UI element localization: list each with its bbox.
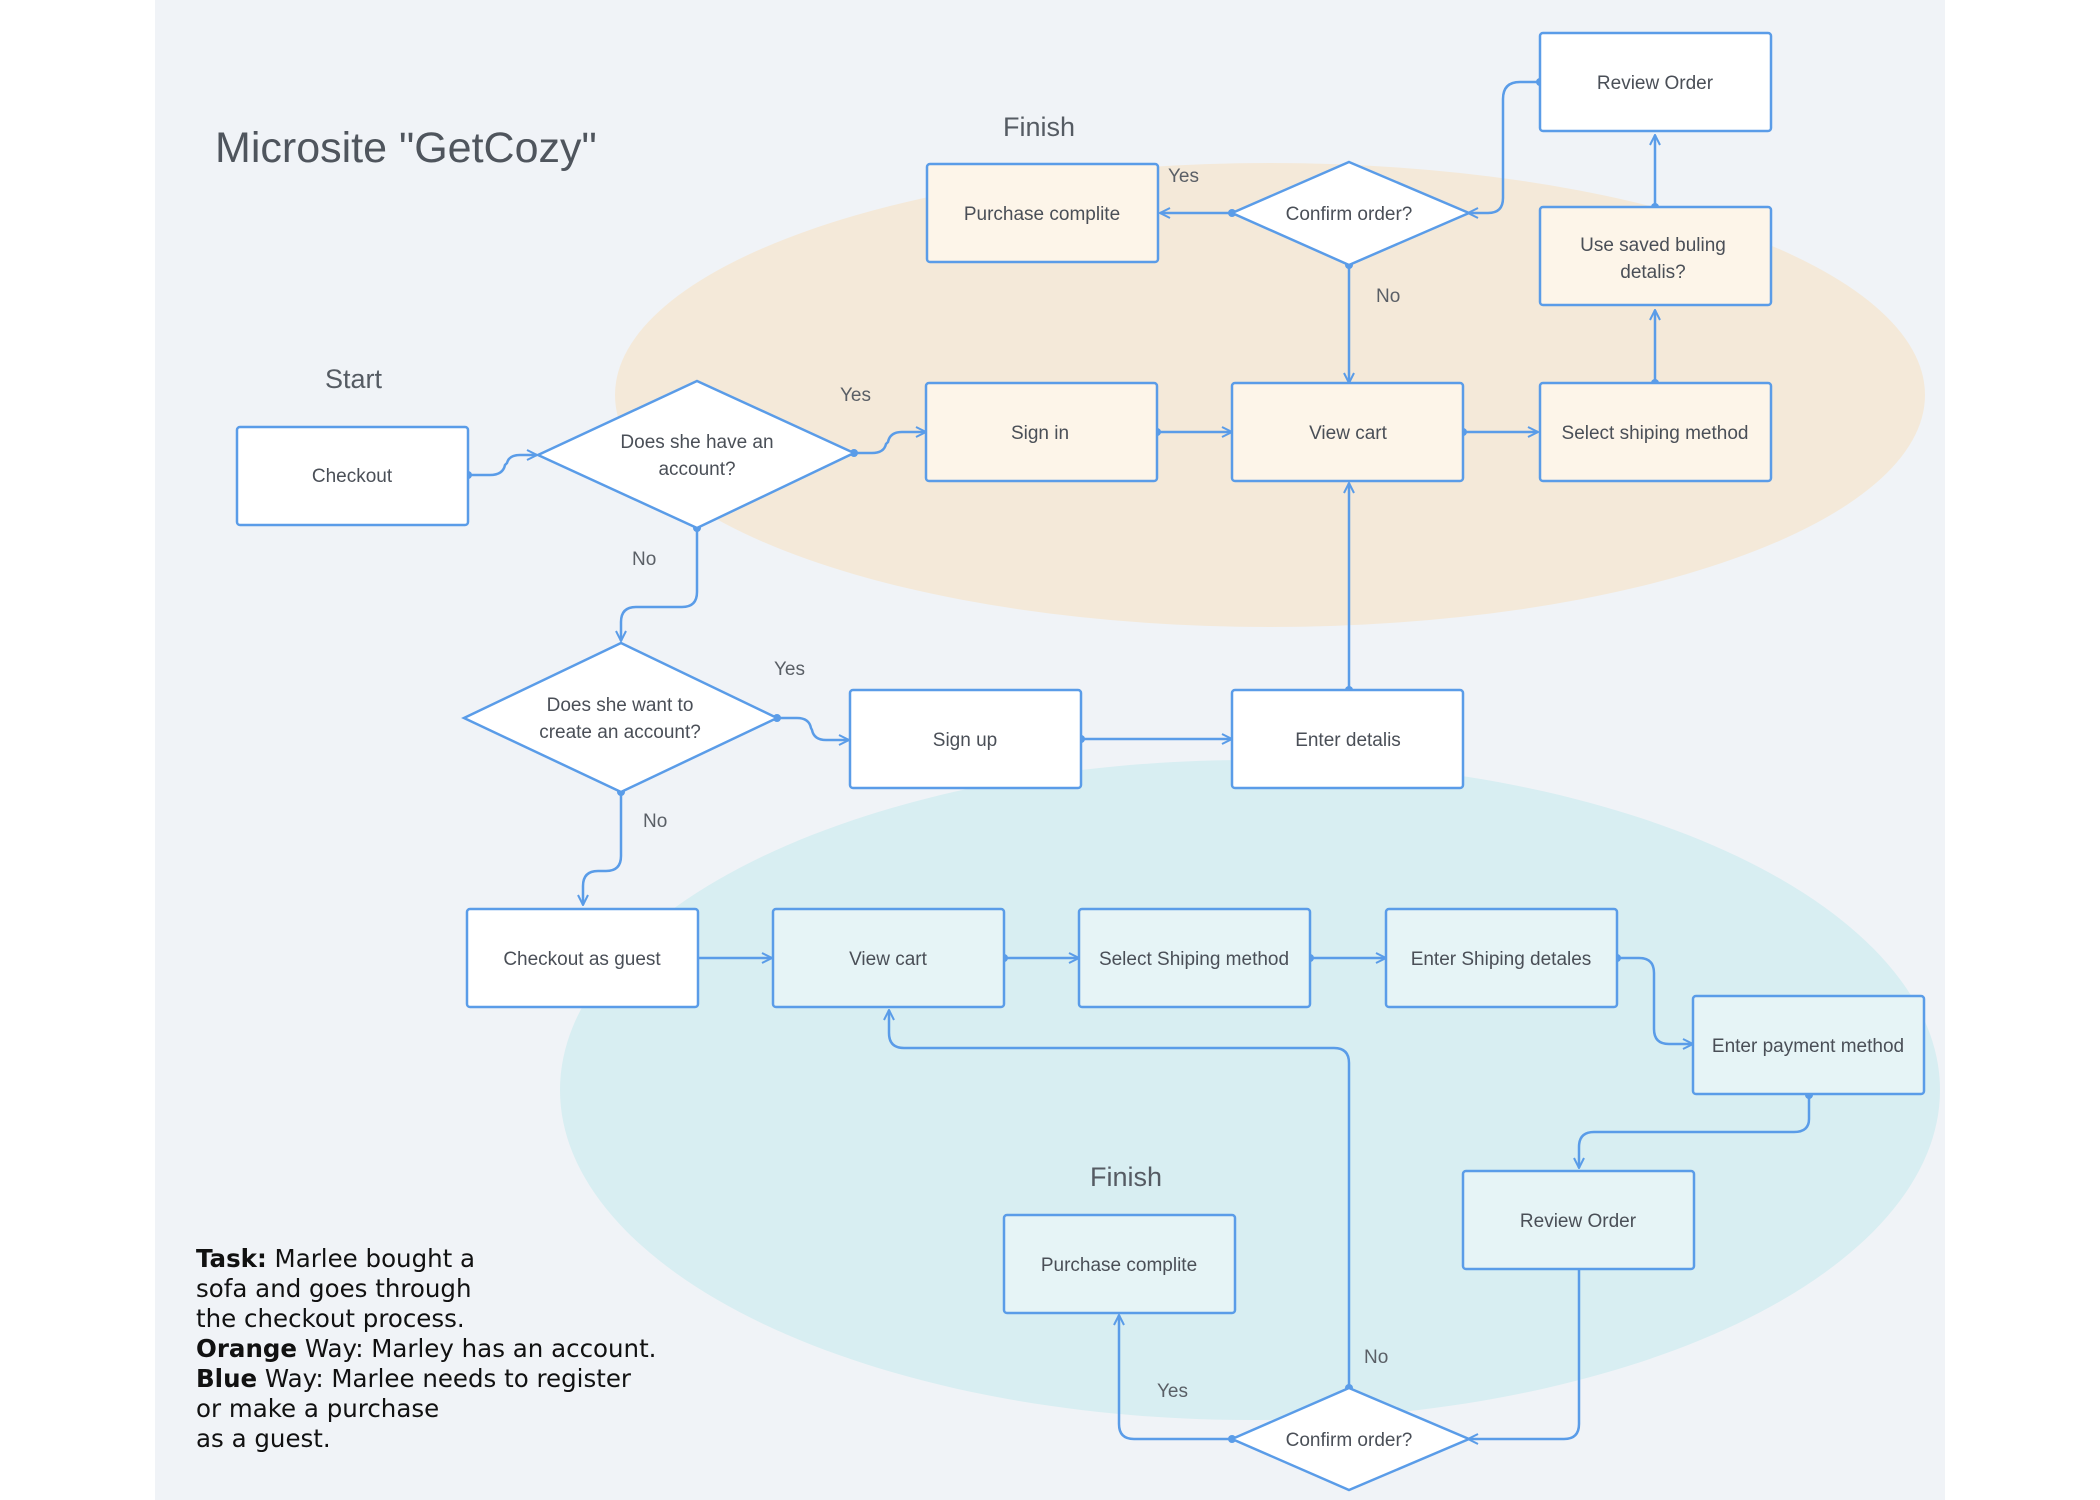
decision-confirm-order-top [1228,160,1473,267]
start-heading: Start [325,364,383,394]
edge-review-bottom-to-confirm [1468,1270,1581,1439]
edge-payment-to-review-bottom [1579,1095,1811,1168]
node-sign-in-label: Sign in [1011,423,1069,444]
node-sign-up-label: Sign up [933,730,997,751]
node-confirm-order-bottom-label: Confirm order? [1286,1430,1413,1451]
node-select-shipping-top [1538,381,1773,483]
blue-way-line-1: Blue Way: Marlee needs to register [196,1364,716,1394]
blue-way-label: Blue [196,1364,258,1393]
edge-checkout-to-has-account [468,455,537,477]
blue-way-line-2: or make a purchase [196,1394,440,1423]
node-want-account-label-1: Does she want to [547,695,694,716]
orange-way-text: Way: Marley has an account. [297,1334,657,1363]
node-enter-details-label: Enter detalis [1295,730,1401,751]
edge-label-yes-confirm-bottom: Yes [1157,1381,1188,1402]
edge-has-account-yes [854,432,926,455]
task-description: Task: Marlee bought a sofa and goes thro… [196,1244,716,1454]
node-checkout-label: Checkout [312,466,393,487]
edge-want-account-yes [777,716,849,740]
task-text-1: Marlee bought a [266,1244,476,1273]
node-purchase-complete-bottom-label: Purchase complite [1041,1255,1197,1276]
blue-way-text-1: Way: Marlee needs to register [257,1364,631,1393]
node-enter-shipping [1384,907,1619,1009]
node-checkout [235,425,470,527]
node-review-order-top-label: Review Order [1597,73,1714,94]
finish-heading-bottom: Finish [1090,1162,1162,1192]
node-view-cart-bottom-label: View cart [849,949,928,970]
edge-review-to-confirm-top [1468,80,1540,213]
edge-confirm-bottom-yes [1119,1315,1232,1441]
edge-enter-shipping-to-payment [1617,956,1693,1044]
node-checkout-guest [465,907,700,1009]
task-label: Task: [196,1244,267,1273]
node-purchase-complete-top-label: Purchase complite [964,204,1120,225]
node-enter-details [1230,688,1465,790]
node-enter-payment-label: Enter payment method [1712,1036,1904,1057]
node-view-cart-top [1230,381,1465,483]
node-purchase-complete-top [925,162,1160,264]
orange-way-label: Orange [196,1334,298,1363]
edge-label-yes-create: Yes [774,659,805,680]
node-use-saved-billing-label-2: detalis? [1620,262,1686,283]
edge-label-no-create: No [643,811,667,832]
finish-heading-top: Finish [1003,112,1075,142]
task-line-1: Task: Marlee bought a [196,1244,716,1274]
decision-has-account [535,379,857,530]
node-view-cart-bottom [771,907,1006,1009]
node-want-account-label-2: create an account? [539,722,701,743]
node-select-shipping-bottom [1077,907,1312,1009]
task-line-3: the checkout process. [196,1304,465,1333]
node-use-saved-billing-label-1: Use saved buling [1580,235,1726,256]
node-has-account-label-1: Does she have an [620,432,773,453]
node-sign-up [848,688,1083,790]
node-use-saved-billing [1538,205,1773,307]
node-select-shipping-top-label: Select shiping method [1562,423,1749,444]
node-enter-shipping-label: Enter Shiping detales [1411,949,1592,970]
page-title: Microsite "GetCozy" [215,124,597,172]
decision-confirm-order-bottom [1228,1386,1473,1492]
blue-way-line-3: as a guest. [196,1424,331,1453]
node-has-account-label-2: account? [658,459,735,480]
node-enter-payment [1691,994,1926,1096]
node-view-cart-top-label: View cart [1309,423,1388,444]
edge-label-no-confirm-bottom: No [1364,1347,1388,1368]
node-select-shipping-bottom-label: Select Shiping method [1099,949,1289,970]
decision-want-account [461,641,780,794]
connectors [468,80,1811,1441]
node-purchase-complete-bottom [1002,1213,1237,1315]
edge-has-account-no [621,528,699,641]
node-checkout-guest-label: Checkout as guest [503,949,661,970]
orange-way-line: Orange Way: Marley has an account. [196,1334,716,1364]
edge-label-no-account: No [632,549,656,570]
edge-label-yes-confirm-top: Yes [1168,166,1199,187]
node-sign-in [924,381,1159,483]
edge-want-account-no [583,792,623,905]
node-review-order-top [1538,31,1773,133]
node-review-order-bottom [1461,1169,1696,1271]
edge-label-yes-account: Yes [840,385,871,406]
edge-confirm-bottom-no [889,1010,1351,1388]
task-line-2: sofa and goes through [196,1274,472,1303]
node-review-order-bottom-label: Review Order [1520,1211,1637,1232]
node-confirm-order-top-label: Confirm order? [1286,204,1413,225]
edge-label-no-confirm-top: No [1376,286,1400,307]
